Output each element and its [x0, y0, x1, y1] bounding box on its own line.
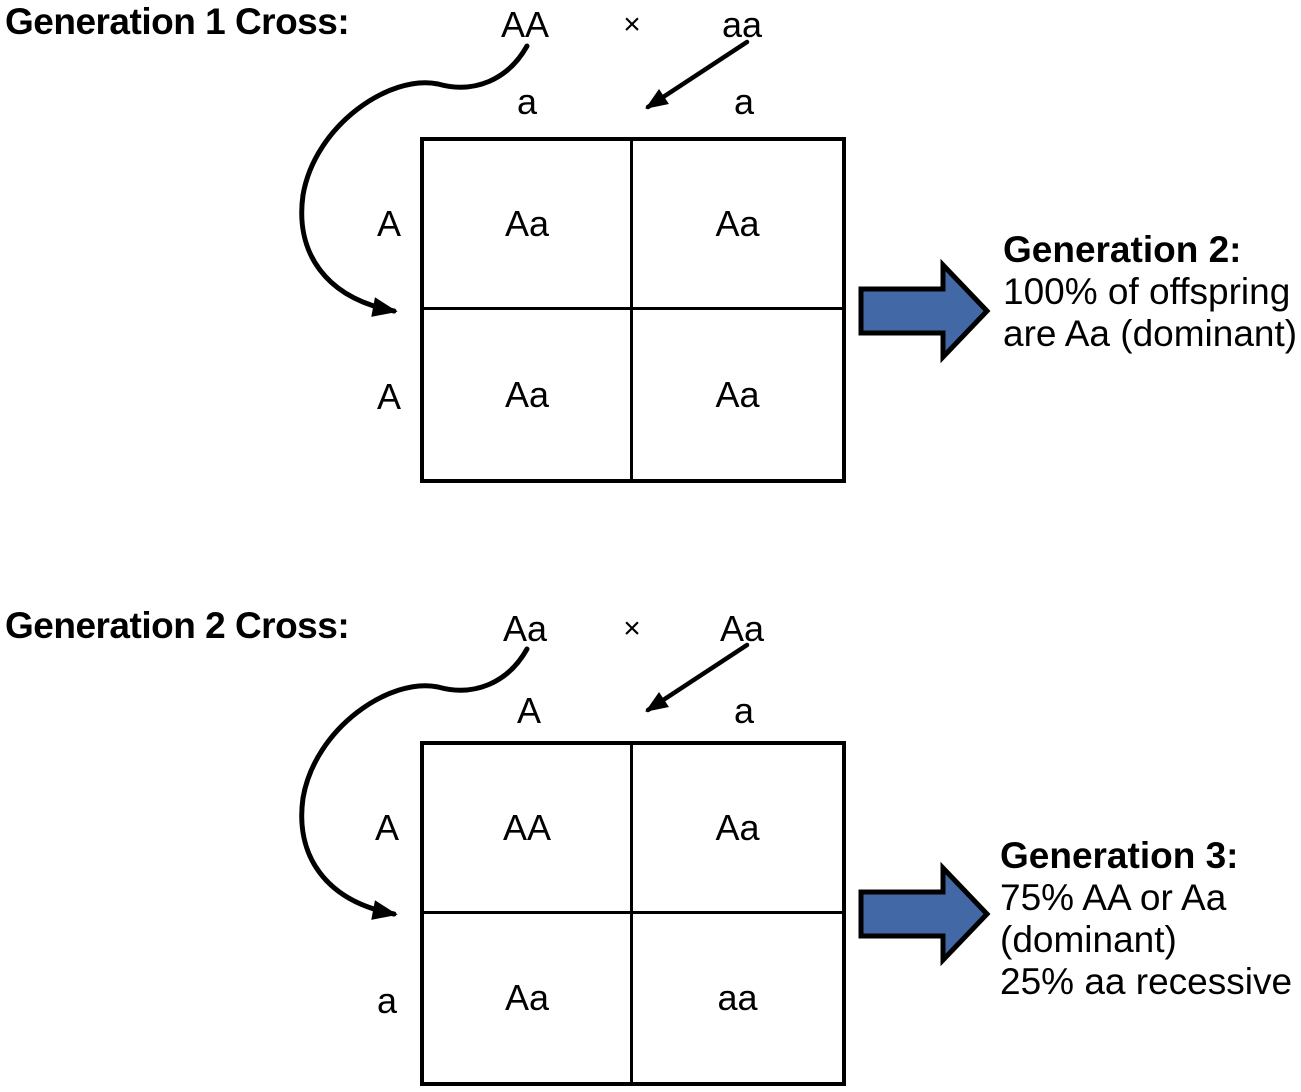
gen1-parent2-diagonal-arrow-icon	[645, 39, 750, 110]
punnett-cell: Aa	[424, 141, 633, 310]
column-header-allele: a	[733, 690, 755, 731]
column-header-allele: a	[733, 81, 755, 122]
column-header-allele: A	[516, 690, 542, 731]
punnett-cell: AA	[424, 745, 633, 914]
punnett-cell: aa	[717, 976, 758, 1018]
punnett-cell: Aa	[715, 373, 760, 415]
result-title: Generation 3:	[1000, 835, 1239, 876]
result-callout: Generation 3: 75% AA or Aa (dominant) 25…	[1000, 835, 1292, 1003]
section-title: Generation 1 Cross:	[5, 1, 350, 42]
result-line: 25% aa recessive	[1000, 961, 1293, 1002]
result-line: are Aa (dominant)	[1003, 313, 1298, 354]
punnett-square: Aa Aa Aa Aa	[420, 137, 846, 483]
column-header-allele: a	[516, 81, 538, 122]
result-line: (dominant)	[1000, 919, 1177, 960]
parent-genotype: aa	[721, 4, 763, 45]
result-line: 100% of offspring	[1003, 271, 1291, 312]
gen2-parent2-diagonal-arrow-icon	[645, 642, 750, 713]
row-header-allele: a	[376, 980, 398, 1021]
result-line: 75% AA or Aa	[1000, 877, 1227, 918]
row-header-allele: A	[374, 807, 400, 848]
gen2-result-block-arrow-icon	[858, 258, 991, 364]
result-callout: Generation 2: 100% of offspring are Aa (…	[1003, 229, 1297, 355]
punnett-cell: Aa	[633, 141, 842, 310]
cross-symbol: ×	[623, 612, 641, 645]
cross-symbol: ×	[623, 8, 641, 41]
parent-genotype: AA	[500, 4, 550, 45]
punnett-cell: Aa	[424, 913, 633, 1082]
gen3-result-block-arrow-icon	[858, 861, 991, 967]
result-title: Generation 2:	[1003, 229, 1242, 270]
punnett-square: AA Aa Aa aa	[420, 741, 846, 1086]
parent-genotype: Aa	[719, 608, 765, 649]
section-title: Generation 2 Cross:	[5, 605, 350, 646]
row-header-allele: A	[376, 203, 402, 244]
punnett-cell: Aa	[633, 745, 842, 914]
punnett-cell: Aa	[424, 310, 633, 479]
row-header-allele: A	[376, 376, 402, 417]
parent-genotype: Aa	[502, 608, 548, 649]
